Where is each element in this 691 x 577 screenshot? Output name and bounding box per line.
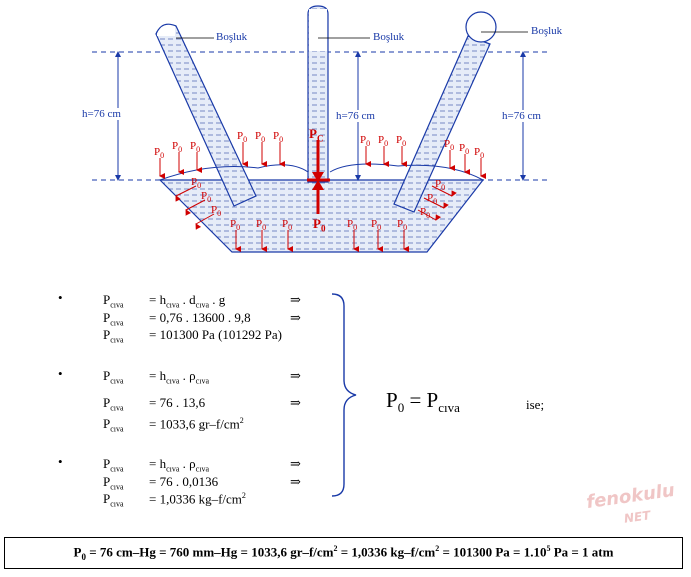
implies-arrow: ⇒ xyxy=(290,395,301,410)
p0-label: P0 xyxy=(427,192,438,207)
h-label-center: h=76 cm xyxy=(336,110,375,122)
formula-line: = hcıva . dcıva . g xyxy=(149,292,226,310)
formula-line: Pcıva xyxy=(103,395,124,413)
summary-box: P0 = 76 cm–Hg = 760 mm–Hg = 1033,6 gr–f/… xyxy=(4,537,683,569)
bosluk-label-right: Boşluk xyxy=(531,25,563,37)
p0-label: P0 xyxy=(230,218,241,233)
p0-label: P0 xyxy=(273,130,284,145)
formula-line: = 76 . 0,0136 xyxy=(149,474,219,489)
p0-label: P0 xyxy=(474,146,485,161)
watermark-logo-sub: NET xyxy=(623,508,652,526)
h-label-right: h=76 cm xyxy=(502,110,541,122)
p0-label: P0 xyxy=(396,134,407,149)
left-tube xyxy=(155,23,257,207)
p0-label: P0 xyxy=(397,218,408,233)
watermark-logo: fenokulu xyxy=(584,479,677,514)
p0-label: P0 xyxy=(378,134,389,149)
implies-arrow: ⇒ xyxy=(290,292,301,307)
p0-label: P0 xyxy=(201,190,212,205)
result-equation: P0 = Pcıva xyxy=(386,388,460,416)
p0-label: P0 xyxy=(172,140,183,155)
formula-line: Pcıva xyxy=(103,310,124,328)
bullet: • xyxy=(58,366,63,381)
formula-line: Pcıva xyxy=(103,491,124,509)
bosluk-label-center: Boşluk xyxy=(373,31,405,43)
formula-line: = 101300 Pa (101292 Pa) xyxy=(149,327,282,342)
p0-label: P0 xyxy=(459,142,470,157)
formula-line: = 1,0336 kg–f/cm2 xyxy=(149,491,246,507)
implies-arrow: ⇒ xyxy=(290,456,301,471)
p0-label: P0 xyxy=(255,130,266,145)
ise-label: ise; xyxy=(526,397,545,412)
formula-line: = 76 . 13,6 xyxy=(149,395,206,410)
formula-line: Pcıva xyxy=(103,368,124,386)
p0-label: P0 xyxy=(190,140,201,155)
p0-center-label: P0 xyxy=(313,216,326,234)
p0-label: P0 xyxy=(420,206,431,221)
curly-brace xyxy=(331,293,357,497)
p0-label: P0 xyxy=(371,218,382,233)
pc-label: PC xyxy=(309,126,324,144)
formula-line: Pcıva xyxy=(103,474,124,492)
formula-line: = hcıva . ρcıva xyxy=(149,456,209,474)
right-tube-bulb xyxy=(465,11,497,43)
p0-label: P0 xyxy=(282,218,293,233)
p0-label: P0 xyxy=(360,134,371,149)
formula-line: Pcıva xyxy=(103,292,124,310)
p0-label: P0 xyxy=(256,218,267,233)
formula-line: Pcıva xyxy=(103,327,124,345)
bullet: • xyxy=(58,454,63,469)
p0-label: P0 xyxy=(211,204,222,219)
p0-label: P0 xyxy=(191,176,202,191)
barometer-diagram xyxy=(92,5,548,253)
summary-text: P0 = 76 cm–Hg = 760 mm–Hg = 1033,6 gr–f/… xyxy=(73,544,614,562)
p0-label: P0 xyxy=(237,130,248,145)
bullet: • xyxy=(58,290,63,305)
p0-label: P0 xyxy=(347,218,358,233)
formula-line: Pcıva xyxy=(103,456,124,474)
p0-label: P0 xyxy=(435,178,446,193)
h-label-left: h=76 cm xyxy=(82,108,121,120)
bosluk-label-left: Boşluk xyxy=(216,31,248,43)
formula-line: = 0,76 . 13600 . 9,8 xyxy=(149,310,251,325)
formula-line: Pcıva xyxy=(103,416,124,434)
p0-label: P0 xyxy=(154,146,165,161)
formula-line: = hcıva . ρcıva xyxy=(149,368,209,386)
implies-arrow: ⇒ xyxy=(290,310,301,325)
implies-arrow: ⇒ xyxy=(290,368,301,383)
implies-arrow: ⇒ xyxy=(290,474,301,489)
formula-line: = 1033,6 gr–f/cm2 xyxy=(149,416,244,432)
p0-label: P0 xyxy=(444,138,455,153)
